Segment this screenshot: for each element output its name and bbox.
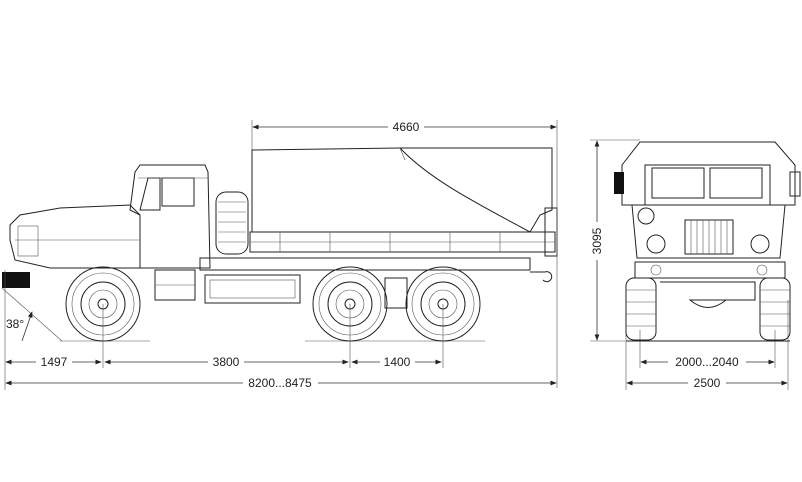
cab	[129, 164, 211, 269]
chassis-frame	[199, 257, 531, 271]
svg-text:2000...2040: 2000...2040	[675, 355, 739, 369]
dimension-4660: 4660	[252, 120, 557, 134]
svg-text:1400: 1400	[384, 355, 411, 369]
hood	[9, 204, 141, 269]
spare-wheel	[215, 191, 249, 255]
svg-text:4660: 4660	[393, 120, 420, 134]
svg-text:8200...8475: 8200...8475	[248, 376, 312, 390]
right-wheel	[759, 277, 791, 341]
svg-text:1497: 1497	[41, 355, 68, 369]
dimension-1497: 1497	[5, 355, 102, 369]
front-tarp	[621, 141, 796, 206]
svg-text:2500: 2500	[694, 376, 721, 390]
front-bumper	[2, 272, 30, 288]
dimension-track: 2000...2040	[640, 355, 775, 369]
dimension-overall-width: 2500	[626, 376, 788, 390]
front-view	[614, 141, 801, 342]
dimension-3095: 3095	[590, 140, 604, 341]
approach-angle-label: 38°	[6, 317, 24, 331]
dimension-3800: 3800	[104, 355, 349, 369]
dimension-1400: 1400	[351, 355, 442, 369]
svg-text:3095: 3095	[590, 227, 604, 254]
left-wheel	[625, 277, 657, 341]
front-bumper-front	[634, 261, 786, 279]
dimension-overall-length: 8200...8475	[5, 376, 557, 390]
side-view: 38°	[1, 147, 558, 342]
svg-text:3800: 3800	[213, 355, 240, 369]
